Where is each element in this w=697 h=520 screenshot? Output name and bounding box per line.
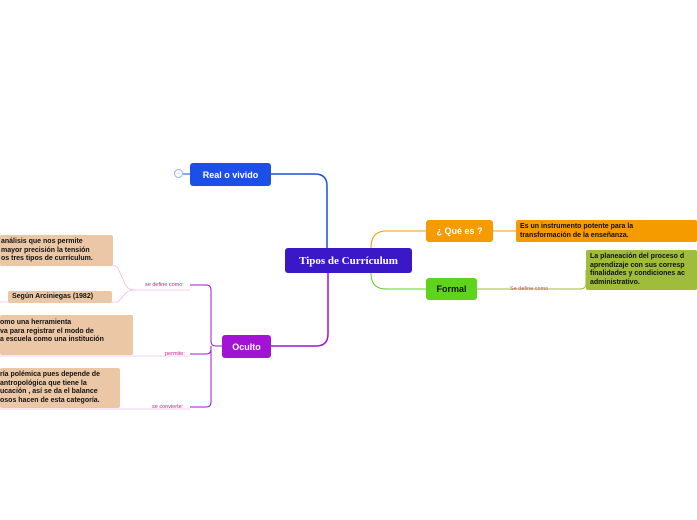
note-oculto-analisis[interactable]: análisis que nos permite mayor precisión… <box>0 235 113 266</box>
branch-label: Formal <box>436 284 467 294</box>
note-oculto-arciniegas[interactable]: Según Arciniegas (1982) <box>8 291 112 303</box>
link-label-formal: Se define como <box>510 286 549 292</box>
note-que-es-definition[interactable]: Es un instrumento potente para la transf… <box>516 220 697 242</box>
branch-que-es[interactable]: ¿ Qué es ? <box>426 220 493 242</box>
note-oculto-polemica[interactable]: ría polémica pues depende de antropológi… <box>0 368 120 408</box>
collapse-toggle[interactable]: − <box>174 169 183 178</box>
branch-formal[interactable]: Formal <box>426 278 477 300</box>
branch-real-o-vivido[interactable]: Real o vivido <box>190 163 271 186</box>
central-label: Tipos de Currículum <box>299 254 398 267</box>
branch-label: Real o vivido <box>202 169 259 180</box>
link-label-permite: permite: <box>165 351 185 357</box>
central-topic[interactable]: Tipos de Currículum <box>285 248 412 273</box>
link-label-se-define: se define como: <box>145 282 184 288</box>
link-label-se-convierte: se convierte: <box>152 404 184 410</box>
minus-icon: − <box>176 170 181 177</box>
note-oculto-herramienta[interactable]: omo una herramienta va para registrar el… <box>0 315 133 355</box>
branch-label: Oculto <box>232 341 261 352</box>
branch-label: ¿ Qué es ? <box>436 226 483 236</box>
note-formal-definition[interactable]: La planeación del proceso d aprendizaje … <box>586 250 697 290</box>
branch-oculto[interactable]: Oculto <box>222 335 271 358</box>
